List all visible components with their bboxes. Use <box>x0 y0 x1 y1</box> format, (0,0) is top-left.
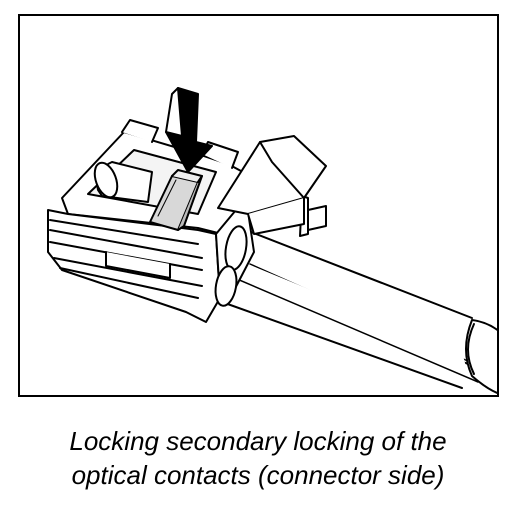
connector-illustration <box>47 87 497 394</box>
optical-cable-lower <box>221 256 479 389</box>
cable-entry <box>214 225 248 307</box>
latch-lever <box>217 135 327 235</box>
secondary-locking-slider <box>149 169 203 231</box>
caption-line-1: Locking secondary locking of the <box>69 426 447 456</box>
connector-diagram <box>18 14 499 397</box>
caption-line-2: optical contacts (connector side) <box>71 460 445 490</box>
figure-caption: Locking secondary locking of the optical… <box>0 424 516 492</box>
push-direction-arrow <box>165 87 213 173</box>
cable-boot <box>465 319 497 394</box>
